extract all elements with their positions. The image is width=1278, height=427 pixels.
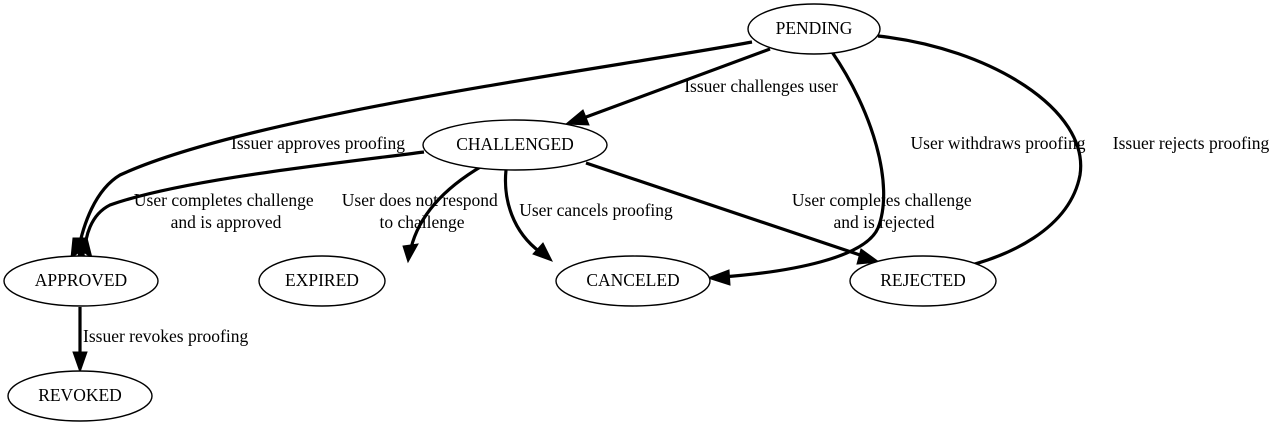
edge-pending-canceled-arrowhead — [706, 269, 731, 286]
node-revoked-label: REVOKED — [38, 385, 122, 405]
edge-pending-challenged[interactable]: Issuer challenges user — [564, 47, 838, 126]
edge-challenged-expired[interactable]: User does not respond to challenge — [342, 164, 502, 264]
edge-pending-rejected-label: Issuer rejects proofing — [1113, 133, 1270, 153]
node-rejected-label: REJECTED — [880, 270, 966, 290]
node-challenged-label: CHALLENGED — [456, 134, 574, 154]
node-expired-label: EXPIRED — [285, 270, 359, 290]
edge-challenged-canceled-path — [503, 169, 541, 254]
edge-challenged-approved-label: User completes challenge and is approved — [134, 190, 318, 232]
edge-approved-revoked[interactable]: Issuer revokes proofing — [72, 307, 248, 374]
nodes-layer: PENDING CHALLENGED APPROVED EXPIRED CANC… — [3, 3, 997, 422]
node-pending[interactable]: PENDING — [747, 3, 881, 55]
node-canceled-shape — [555, 255, 711, 307]
node-challenged-shape — [422, 119, 608, 171]
edge-pending-challenged-arrowhead — [564, 109, 590, 126]
edge-challenged-approved[interactable]: User completes challenge and is approved — [77, 150, 425, 260]
node-rejected-shape — [849, 255, 997, 307]
edge-pending-challenged-path — [577, 47, 771, 122]
node-canceled[interactable]: CANCELED — [555, 255, 711, 307]
edge-challenged-canceled-label: User cancels proofing — [519, 200, 673, 220]
edge-challenged-rejected[interactable]: User completes challenge and is rejected — [585, 161, 976, 265]
node-challenged[interactable]: CHALLENGED — [422, 119, 608, 171]
edge-pending-rejected-path — [877, 34, 1083, 272]
node-revoked[interactable]: REVOKED — [7, 370, 153, 422]
edge-pending-canceled-path — [721, 51, 886, 279]
node-canceled-label: CANCELED — [586, 270, 679, 290]
edge-challenged-rejected-label: User completes challenge and is rejected — [792, 190, 976, 232]
edge-approved-revoked-arrowhead — [72, 351, 88, 374]
node-pending-shape — [747, 3, 881, 55]
node-approved-shape — [3, 255, 159, 307]
edge-challenged-canceled-arrowhead — [532, 242, 554, 262]
edges-layer: Issuer approves proofing Issuer challeng… — [70, 34, 1270, 374]
node-expired-shape — [258, 255, 386, 307]
edge-pending-approved-path — [76, 40, 753, 253]
node-pending-label: PENDING — [776, 18, 853, 38]
edge-challenged-canceled[interactable]: User cancels proofing — [503, 169, 673, 262]
edge-challenged-approved-arrowhead — [77, 237, 93, 260]
edge-challenged-approved-path — [83, 150, 425, 253]
edge-challenged-expired-path — [409, 164, 483, 249]
node-rejected[interactable]: REJECTED — [849, 255, 997, 307]
node-revoked-shape — [7, 370, 153, 422]
node-approved-label: APPROVED — [35, 270, 127, 290]
edge-challenged-expired-arrowhead — [402, 243, 419, 264]
edge-pending-approved-label: Issuer approves proofing — [231, 133, 405, 153]
edge-challenged-expired-label: User does not respond to challenge — [342, 190, 502, 232]
edge-pending-canceled[interactable]: User withdraws proofing — [706, 51, 1086, 286]
node-approved[interactable]: APPROVED — [3, 255, 159, 307]
edge-pending-canceled-label: User withdraws proofing — [911, 133, 1086, 153]
edge-approved-revoked-label: Issuer revokes proofing — [83, 326, 248, 346]
edge-pending-challenged-label: Issuer challenges user — [684, 76, 838, 96]
node-expired[interactable]: EXPIRED — [258, 255, 386, 307]
edge-challenged-rejected-path — [585, 161, 867, 259]
edge-challenged-rejected-arrowhead — [856, 248, 881, 265]
